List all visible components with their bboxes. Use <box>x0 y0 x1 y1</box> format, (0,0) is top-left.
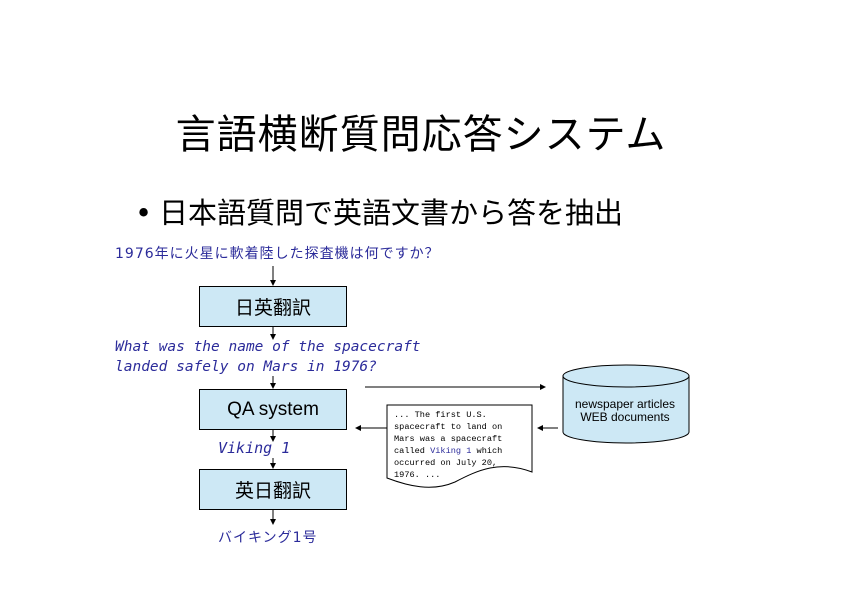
slide-title: 言語横断質問応答システム <box>175 112 667 158</box>
doc-line: occurred on July 20, <box>394 458 498 468</box>
bullet-point: •日本語質問で英語文書から答を抽出 <box>135 190 623 232</box>
document-shape <box>386 404 533 488</box>
en-ja-translation-box: 英日翻訳 <box>199 469 347 510</box>
database-top <box>562 364 690 388</box>
japanese-question: 1976年に火星に軟着陸した探査機は何ですか？ <box>115 246 440 262</box>
english-question-line1: What was the name of the spacecraft <box>115 339 421 355</box>
english-question: What was the name of the spacecraft land… <box>115 337 421 377</box>
doc-line: which <box>471 446 503 456</box>
english-answer: Viking 1 <box>218 439 291 457</box>
bullet-text: 日本語質問で英語文書から答を抽出 <box>159 196 624 230</box>
doc-line: called <box>394 446 431 456</box>
database-label-line1: newspaper articles <box>574 397 676 411</box>
doc-line: Mars was a spacecraft <box>394 434 503 444</box>
doc-line: ... The first U.S. <box>394 410 487 420</box>
qa-system-label: QA system <box>227 398 319 420</box>
ja-en-translation-label: 日英翻訳 <box>234 298 311 319</box>
doc-line: spacecraft to land on <box>394 422 503 432</box>
database-label: newspaper articles WEB documents <box>560 398 690 424</box>
doc-line: 1976. ... <box>394 470 441 480</box>
ja-en-translation-box: 日英翻訳 <box>199 286 347 327</box>
en-ja-translation-label: 英日翻訳 <box>234 481 311 502</box>
bullet-marker: • <box>135 196 153 230</box>
qa-system-box: QA system <box>199 389 347 430</box>
english-question-line2: landed safely on Mars in 1976? <box>115 359 377 375</box>
japanese-answer: バイキング1号 <box>218 530 318 546</box>
database-cylinder <box>562 376 690 444</box>
doc-answer-highlight: Viking 1 <box>430 446 472 456</box>
retrieved-document-text: ... The first U.S. spacecraft to land on… <box>387 405 535 481</box>
database-label-line2: WEB documents <box>580 410 670 424</box>
